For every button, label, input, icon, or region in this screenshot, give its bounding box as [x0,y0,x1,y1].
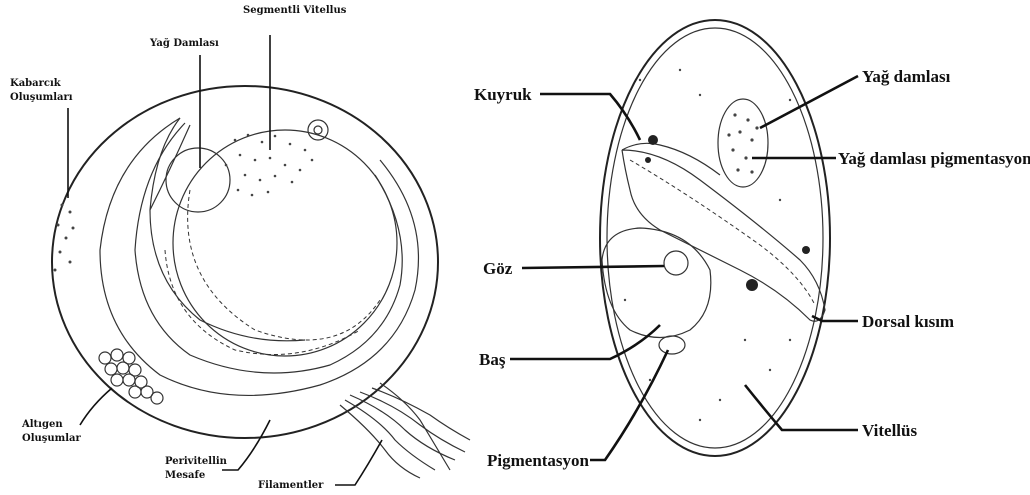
label-yag-damlasi-pigmentasyonu: Yağ damlası pigmentasyonu [838,149,1030,168]
label-altigen-2: Oluşumlar [22,433,82,444]
right-egg-figure: Kuyruk Yağ damlası Yağ damlası pigmentas… [474,20,1030,470]
lead-goz [522,266,664,268]
label-altigen-1: Altıgen [21,419,63,430]
label-yag-damlasi-right: Yağ damlası [862,67,951,86]
left-hexagon-cluster [99,349,163,404]
lead-bas [510,325,660,359]
label-kabarcik-1: Kabarcık [10,78,62,89]
lead-dorsal [812,316,858,321]
label-bas: Baş [479,350,506,369]
right-oil-droplet [718,99,768,187]
right-eye [664,251,688,275]
label-kabarcik-2: Oluşumları [10,92,73,103]
label-goz: Göz [483,259,513,278]
label-filamentler: Filamentler [258,480,324,491]
lead-perivitellin [222,420,270,470]
label-perivitellin-2: Mesafe [165,470,205,481]
left-eye [308,120,328,140]
right-head [602,228,711,338]
left-oil-droplet [166,148,230,212]
left-egg-shell [52,86,438,438]
lead-yag-damlasi-right [760,76,858,128]
right-tail [622,143,720,175]
label-kuyruk: Kuyruk [474,85,532,104]
lead-filamentler [335,440,382,485]
right-oil-stipple [727,113,758,173]
left-vitellus-stipple [225,134,314,197]
label-pigmentasyon: Pigmentasyon [487,451,590,470]
label-segmentli-vitellus: Segmentli Vitellus [243,5,347,16]
lead-vitellus [745,385,858,430]
left-egg-figure: Segmentli Vitellus Yağ Damlası Kabarcık … [10,5,470,491]
lead-altigen [80,388,112,425]
label-yag-damlasi-left: Yağ Damlası [149,38,219,49]
right-embryo-midline [630,160,815,305]
left-embryo-outer [100,118,418,395]
label-vitellus: Vitellüs [862,421,917,440]
right-vitellus-stipple [624,69,791,421]
left-bubble-stipple [54,204,75,272]
left-eye-pupil [314,126,322,134]
left-yolk-dash [188,190,380,340]
right-embryo-body [622,150,825,321]
left-filaments [340,383,470,478]
label-dorsal-kisim: Dorsal kısım [862,312,954,331]
right-egg-shell [600,20,830,456]
right-pigment-spot [659,336,685,354]
right-egg-inner [607,28,823,448]
label-perivitellin-1: Perivitellin [165,456,228,467]
